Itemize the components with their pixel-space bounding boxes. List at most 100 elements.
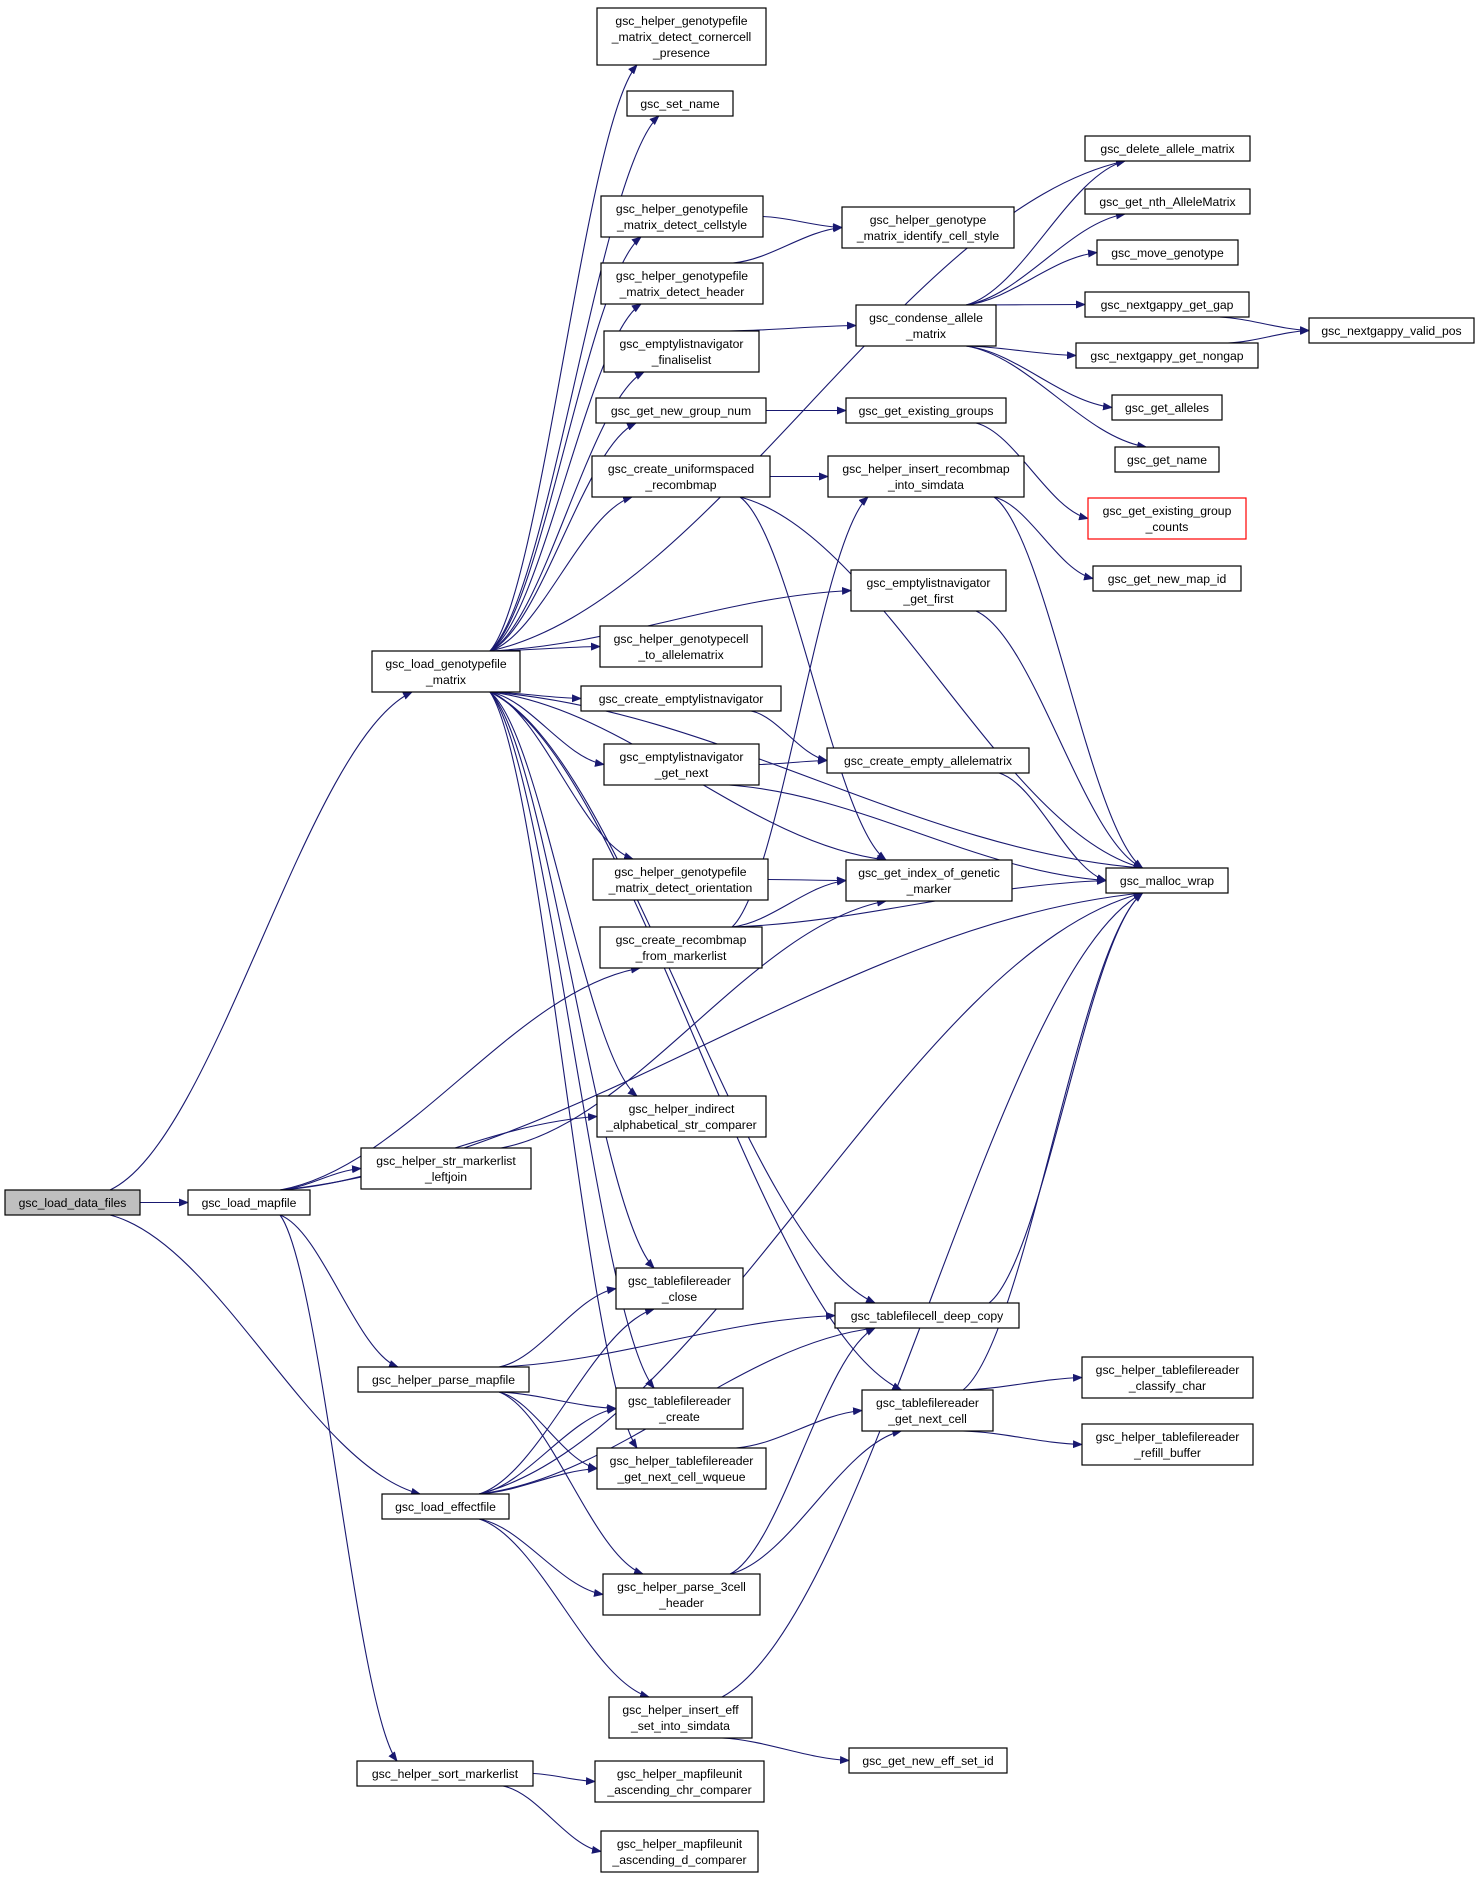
node-tfr_close[interactable]: gsc_tablefilereader_close xyxy=(615,1267,744,1310)
node-get_alleles[interactable]: gsc_get_alleles xyxy=(1111,394,1223,421)
node-load_mapfile[interactable]: gsc_load_mapfile xyxy=(187,1189,311,1216)
edge-eln_get_next-to-create_empty_allelematrix xyxy=(758,756,828,766)
node-get_index_of_genetic_marker[interactable]: gsc_get_index_of_genetic_marker xyxy=(845,859,1013,902)
node-box xyxy=(1105,867,1229,894)
node-label: gsc_nextgappy_get_nongap xyxy=(1090,349,1243,363)
node-label: gsc_emptylistnavigator xyxy=(867,576,991,590)
edge-load_genotypefile_matrix-to-eln_finaliselist xyxy=(489,371,645,652)
node-label: _finaliselist xyxy=(651,353,712,367)
node-load_effectfile[interactable]: gsc_load_effectfile xyxy=(381,1493,510,1520)
node-move_genotype[interactable]: gsc_move_genotype xyxy=(1096,239,1239,266)
node-helper_genotype_identify_cell_style[interactable]: gsc_helper_genotype_matrix_identify_cell… xyxy=(841,206,1015,249)
node-helper_mf_chr_comparer[interactable]: gsc_helper_mapfileunit_ascending_chr_com… xyxy=(594,1760,765,1803)
node-eln_finaliselist[interactable]: gsc_emptylistnavigator _finaliselist xyxy=(603,330,760,373)
edge-load_genotypefile_matrix-to-eln_get_next xyxy=(489,691,605,767)
node-helper_parse_3cell_header[interactable]: gsc_helper_parse_3cell_header xyxy=(602,1573,761,1616)
node-tfc_deep_copy[interactable]: gsc_tablefilecell_deep_copy xyxy=(834,1302,1020,1329)
node-helper_gcell_to_allelematrix[interactable]: gsc_helper_genotypecell_to_allelematrix xyxy=(599,625,763,668)
node-nextgappy_get_nongap[interactable]: gsc_nextgappy_get_nongap xyxy=(1075,342,1259,369)
node-label: gsc_helper_genotypefile xyxy=(616,202,748,216)
edge-load_effectfile-to-tfr_create xyxy=(478,1406,617,1495)
node-get_name[interactable]: gsc_get_name xyxy=(1114,446,1220,473)
node-box xyxy=(845,397,1007,424)
node-create_uniformspaced_recombmap[interactable]: gsc_create_uniformspaced_recombmap xyxy=(591,455,771,498)
node-label: gsc_load_mapfile xyxy=(202,1196,297,1210)
node-malloc_wrap[interactable]: gsc_malloc_wrap xyxy=(1105,867,1229,894)
edge-tfr_get_next_cell-to-malloc_wrap xyxy=(962,892,1144,1391)
node-label: gsc_emptylistnavigator xyxy=(620,337,744,351)
node-get_new_group_num[interactable]: gsc_get_new_group_num xyxy=(595,397,767,424)
node-box xyxy=(855,304,997,347)
node-label: _get_next xyxy=(654,766,709,780)
node-label: gsc_helper_genotypefile xyxy=(616,269,748,283)
node-box xyxy=(596,1095,767,1138)
node-nextgappy_valid_pos[interactable]: gsc_nextgappy_valid_pos xyxy=(1308,317,1475,344)
node-get_new_map_id[interactable]: gsc_get_new_map_id xyxy=(1092,565,1242,592)
node-box xyxy=(594,1760,765,1803)
node-helper_insert_recombmap[interactable]: gsc_helper_insert_recombmap_into_simdata xyxy=(827,455,1025,498)
node-get_nth_AlleleMatrix[interactable]: gsc_get_nth_AlleleMatrix xyxy=(1084,188,1251,215)
node-create_recombmap_from_markerlist[interactable]: gsc_create_recombmap_from_markerlist xyxy=(599,926,763,969)
node-get_existing_group_counts[interactable]: gsc_get_existing_group_counts xyxy=(1087,497,1247,540)
node-label: _ascending_d_comparer xyxy=(611,1853,746,1867)
node-label: gsc_helper_tablefilereader xyxy=(1096,1430,1240,1444)
node-label: gsc_emptylistnavigator xyxy=(620,750,744,764)
node-helper_gf_cellstyle[interactable]: gsc_helper_genotypefile_matrix_detect_ce… xyxy=(600,195,764,238)
edge-helper_insert_eff_set-to-malloc_wrap xyxy=(721,892,1144,1698)
node-helper_str_markerlist_leftjoin[interactable]: gsc_helper_str_markerlist_leftjoin xyxy=(360,1147,532,1190)
node-label: gsc_helper_genotypecell xyxy=(614,632,749,646)
node-tfr_create[interactable]: gsc_tablefilereader_create xyxy=(615,1387,744,1430)
node-label: _matrix_detect_cornercell xyxy=(611,30,752,44)
edge-load_genotypefile_matrix-to-helper_tfr_get_next_cell_wqueue xyxy=(489,691,638,1449)
edge-load_effectfile-to-helper_tfr_get_next_cell_wqueue xyxy=(478,1465,598,1495)
node-helper_gf_orientation[interactable]: gsc_helper_genotypefile_matrix_detect_or… xyxy=(592,858,769,901)
node-helper_gf_header[interactable]: gsc_helper_genotypefile_matrix_detect_he… xyxy=(600,262,764,305)
node-nextgappy_get_gap[interactable]: gsc_nextgappy_get_gap xyxy=(1084,291,1250,318)
node-tfr_get_next_cell[interactable]: gsc_tablefilereader_get_next_cell xyxy=(861,1389,994,1432)
node-label: gsc_helper_tablefilereader xyxy=(1096,1363,1240,1377)
node-box xyxy=(603,743,760,786)
node-create_empty_allelematrix[interactable]: gsc_create_empty_allelematrix xyxy=(826,747,1030,774)
node-label: _create xyxy=(658,1410,700,1424)
edge-load_genotypefile_matrix-to-create_uniformspaced_recombmap xyxy=(489,495,633,652)
node-label: gsc_get_name xyxy=(1127,453,1207,467)
node-helper_tfr_get_next_cell_wqueue[interactable]: gsc_helper_tablefilereader_get_next_cell… xyxy=(596,1447,767,1490)
node-label: gsc_helper_str_markerlist xyxy=(376,1154,516,1168)
node-get_new_eff_set_id[interactable]: gsc_get_new_eff_set_id xyxy=(848,1747,1008,1774)
node-helper_indirect_alpha[interactable]: gsc_helper_indirect_alphabetical_str_com… xyxy=(596,1095,767,1138)
node-label: _alphabetical_str_comparer xyxy=(605,1118,756,1132)
node-eln_get_next[interactable]: gsc_emptylistnavigator _get_next xyxy=(603,743,760,786)
edge-helper_tfr_get_next_cell_wqueue-to-tfr_get_next_cell xyxy=(735,1407,863,1449)
node-condense_allele_matrix[interactable]: gsc_condense_allele_matrix xyxy=(855,304,997,347)
node-helper_parse_mapfile[interactable]: gsc_helper_parse_mapfile xyxy=(357,1366,530,1393)
node-box xyxy=(1087,497,1247,540)
node-helper_tfr_classify_char[interactable]: gsc_helper_tablefilereader_classify_char xyxy=(1081,1356,1254,1399)
node-label: gsc_helper_genotypefile xyxy=(615,14,747,28)
node-set_name[interactable]: gsc_set_name xyxy=(626,90,734,117)
node-label: gsc_get_new_group_num xyxy=(611,404,751,418)
node-eln_get_first[interactable]: gsc_emptylistnavigator_get_first xyxy=(850,569,1007,612)
node-box xyxy=(834,1302,1020,1329)
edge-condense_allele_matrix-to-get_name xyxy=(965,345,1148,450)
node-load_data_files[interactable]: gsc_load_data_files xyxy=(4,1189,141,1216)
node-label: _set_into_simdata xyxy=(630,1719,730,1733)
node-get_existing_groups[interactable]: gsc_get_existing_groups xyxy=(845,397,1007,424)
node-helper_sort_markerlist[interactable]: gsc_helper_sort_markerlist xyxy=(356,1760,534,1787)
node-label: gsc_helper_insert_eff xyxy=(622,1703,739,1717)
node-helper_gf_cornercell[interactable]: gsc_helper_genotypefile _matrix_detect_co… xyxy=(596,7,767,66)
node-label: _get_next_cell xyxy=(887,1412,967,1426)
node-label: gsc_tablefilecell_deep_copy xyxy=(851,1309,1004,1323)
node-label: gsc_helper_mapfileunit xyxy=(617,1767,743,1781)
node-label: _into_simdata xyxy=(887,478,964,492)
node-label: gsc_get_existing_groups xyxy=(859,404,994,418)
node-load_genotypefile_matrix[interactable]: gsc_load_genotypefile_matrix xyxy=(371,650,521,693)
node-label: _close xyxy=(661,1290,697,1304)
node-helper_mf_d_comparer[interactable]: gsc_helper_mapfileunit_ascending_d_compa… xyxy=(600,1830,759,1873)
node-helper_insert_eff_set[interactable]: gsc_helper_insert_eff _set_into_simdata xyxy=(608,1696,753,1739)
node-create_emptylistnavigator[interactable]: gsc_create_emptylistnavigator xyxy=(580,685,782,712)
edge-load_genotypefile_matrix-to-get_new_group_num xyxy=(489,422,637,652)
node-helper_tfr_refill_buffer[interactable]: gsc_helper_tablefilereader_refill_buffer xyxy=(1081,1423,1254,1466)
node-delete_allele_matrix[interactable]: gsc_delete_allele_matrix xyxy=(1084,135,1251,162)
node-label: gsc_nextgappy_get_gap xyxy=(1101,298,1234,312)
edge-helper_insert_recombmap-to-get_new_map_id xyxy=(993,496,1094,581)
